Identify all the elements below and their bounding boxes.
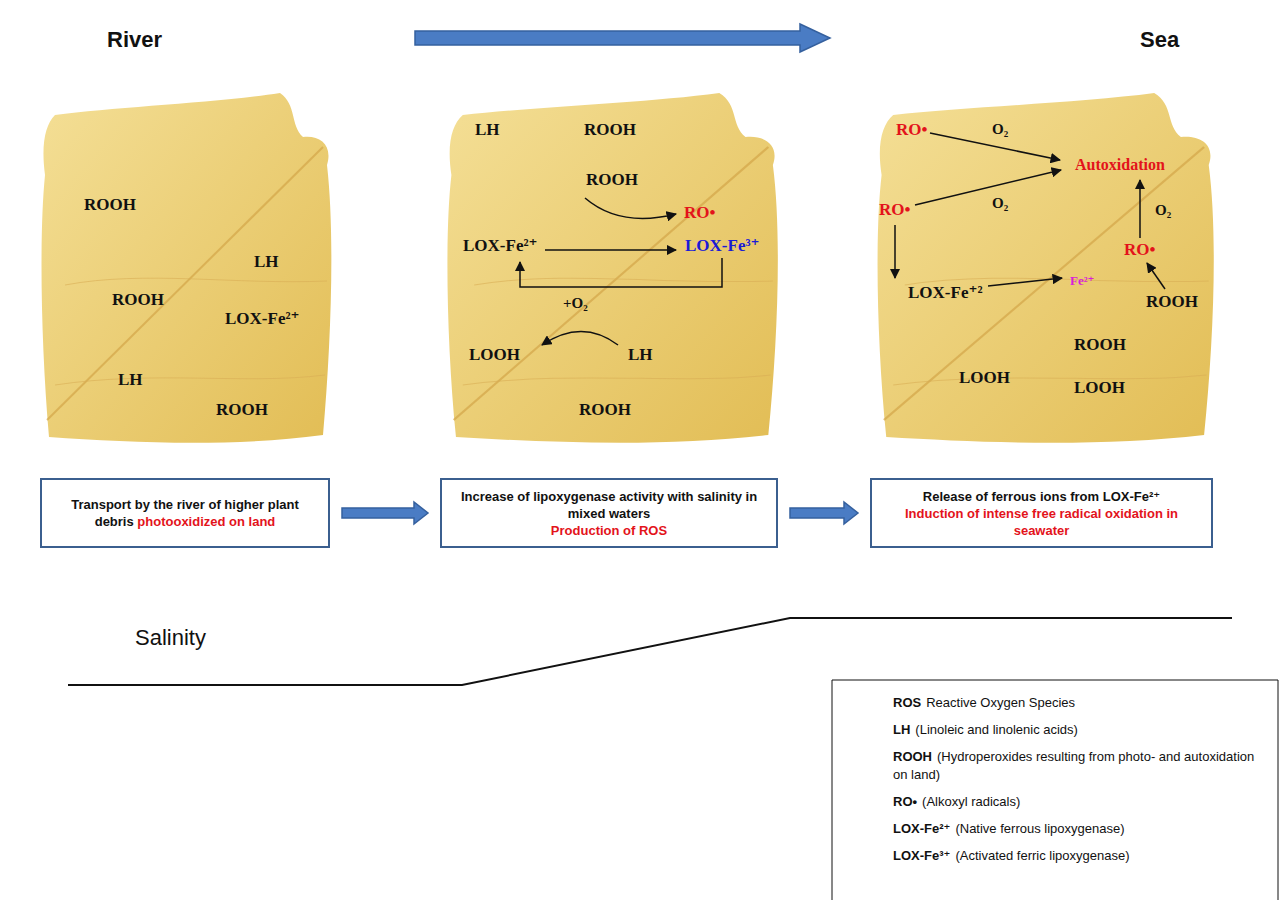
chemical-label: O₂ (992, 195, 1008, 212)
chemical-label: LOX-Fe²⁺ (225, 308, 300, 329)
place-heading: Sea (1140, 27, 1179, 53)
legend-key: ROOH (893, 749, 932, 764)
leaf (42, 93, 332, 443)
legend-key: LH (893, 722, 910, 737)
legend-description: (Activated ferric lipoxygenase) (955, 848, 1129, 863)
axis-label: Salinity (135, 625, 206, 651)
legend-description: (Native ferrous lipoxygenase) (955, 821, 1124, 836)
legend-box: ROS Reactive Oxygen SpeciesLH (Linoleic an… (893, 694, 1268, 865)
chemical-label: LH (118, 370, 143, 390)
place-heading: River (107, 27, 162, 53)
box-highlight: photooxidized on land (137, 514, 275, 529)
chemical-label: +O₂ (563, 295, 588, 312)
legend-description: Reactive Oxygen Species (926, 695, 1075, 710)
box-text: Release of ferrous ions from LOX-Fe²⁺ (880, 488, 1203, 505)
box-highlight: Production of ROS (450, 522, 768, 539)
chemical-label: O₂ (992, 121, 1008, 138)
leaf (878, 93, 1214, 443)
chemical-label: ROOH (579, 400, 631, 420)
legend-row: ROOH(Hydroperoxides resulting from photo… (893, 748, 1268, 784)
legend-row: LH (Linoleic and linolenic acids) (893, 721, 1268, 739)
chemical-label: RO• (684, 203, 715, 223)
chemical-label: LOOH (959, 368, 1010, 388)
leaf (447, 93, 777, 443)
chemical-label: O₂ (1155, 202, 1171, 219)
legend-row: ROS Reactive Oxygen Species (893, 694, 1268, 712)
chemical-label: LOX-Fe²⁺ (463, 235, 538, 256)
chemical-label: LH (475, 120, 500, 140)
legend-description: (Alkoxyl radicals) (922, 794, 1020, 809)
river-to-sea-arrow (415, 24, 830, 52)
process-label: Autoxidation (1075, 156, 1165, 174)
chemical-label: ROOH (216, 400, 268, 420)
legend-key: RO• (893, 794, 917, 809)
chemical-label: RO• (1124, 240, 1155, 260)
chemical-label: ROOH (1146, 292, 1198, 312)
process-box: Transport by the river of higher plant d… (40, 478, 330, 548)
chemical-label: LOOH (469, 345, 520, 365)
process-box: Increase of lipoxygenase activity with s… (440, 478, 778, 548)
chemical-label: LH (254, 252, 279, 272)
flow-arrow (342, 502, 428, 524)
box-text: Increase of lipoxygenase activity with s… (450, 488, 768, 522)
chemical-label: ROOH (84, 195, 136, 215)
chemical-label: LOX-Fe⁺² (908, 282, 983, 303)
process-box: Release of ferrous ions from LOX-Fe²⁺Ind… (870, 478, 1213, 548)
legend-key: LOX-Fe²⁺ (893, 821, 950, 836)
chemical-label: LOOH (1074, 378, 1125, 398)
legend-row: LOX-Fe³⁺ (Activated ferric lipoxygenase) (893, 847, 1268, 865)
chemical-label: RO• (896, 120, 927, 140)
legend-key: ROS (893, 695, 921, 710)
chemical-label: LOX-Fe³⁺ (685, 235, 760, 256)
legend-key: LOX-Fe³⁺ (893, 848, 950, 863)
salinity-curve (68, 618, 1232, 685)
legend-row: RO• (Alkoxyl radicals) (893, 793, 1268, 811)
box-text: Transport by the river of higher plant d… (50, 496, 320, 530)
chemical-label: ROOH (112, 290, 164, 310)
chemical-label: RO• (879, 200, 910, 220)
legend-row: LOX-Fe²⁺ (Native ferrous lipoxygenase) (893, 820, 1268, 838)
chemical-label: Fe²⁺ (1070, 273, 1094, 289)
legend-description: (Linoleic and linolenic acids) (915, 722, 1078, 737)
chemical-label: ROOH (584, 120, 636, 140)
box-highlight: Induction of intense free radical oxidat… (880, 505, 1203, 539)
chemical-label: ROOH (586, 170, 638, 190)
flow-arrow (790, 502, 858, 524)
legend-description: (Hydroperoxides resulting from photo- an… (893, 749, 1254, 782)
chemical-label: LH (628, 345, 653, 365)
chemical-label: ROOH (1074, 335, 1126, 355)
legend-border (832, 680, 1278, 900)
reaction-arrows (520, 133, 1165, 345)
